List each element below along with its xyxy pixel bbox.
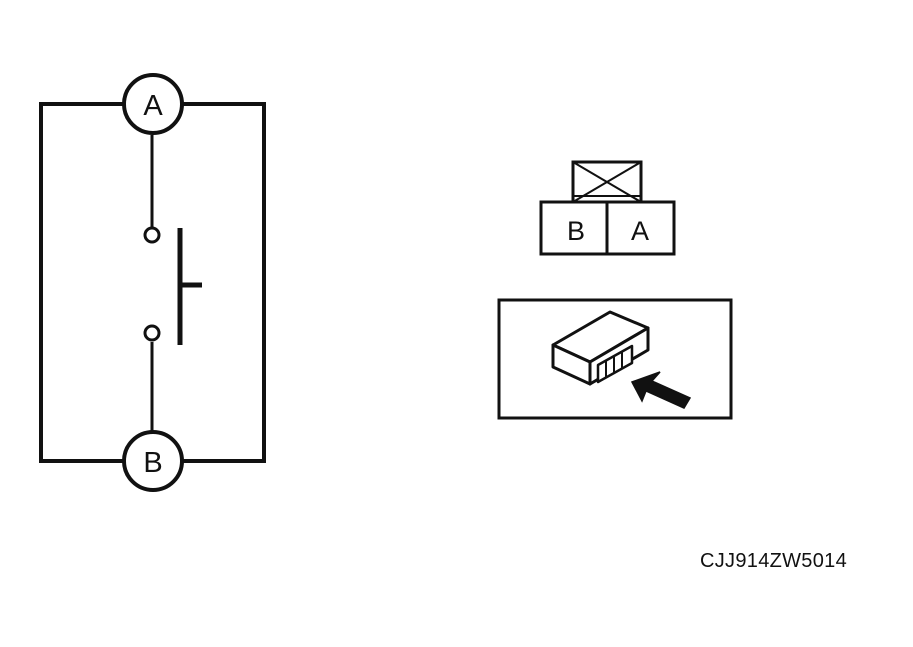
terminal-b-label: B	[143, 447, 162, 479]
terminal-a-label: A	[143, 90, 163, 122]
switch-body-icon	[551, 310, 650, 386]
component-illustration	[497, 298, 733, 420]
connector-pin-a: A	[631, 216, 649, 246]
circuit-loop-wire	[39, 102, 266, 463]
switch-contact-lower	[143, 324, 161, 342]
pointer-arrow-icon	[630, 371, 692, 409]
connector-face-view	[539, 160, 676, 256]
terminal-a: A	[122, 73, 184, 135]
switch-contact-upper	[143, 226, 161, 244]
terminal-b: B	[122, 430, 184, 492]
figure-code: CJJ914ZW5014	[700, 550, 847, 572]
connector-pin-b: B	[567, 216, 585, 246]
circuit-schematic	[39, 102, 266, 463]
illustration-frame	[497, 298, 733, 420]
